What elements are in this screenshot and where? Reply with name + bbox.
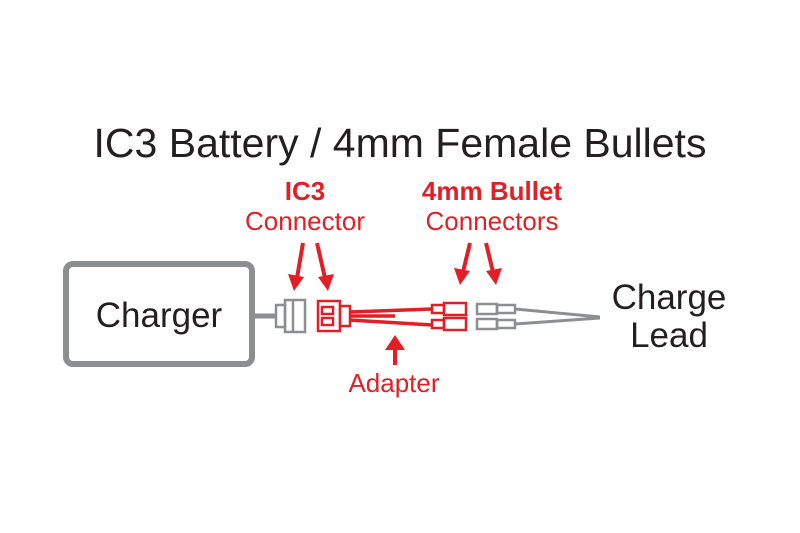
adapter-label: Adapter	[348, 368, 439, 398]
ic3-male-connector	[274, 298, 307, 334]
bullet-connectors-gray	[475, 302, 517, 331]
adapter-wires	[349, 307, 433, 327]
bullet-label-line2: Connectors	[426, 206, 559, 236]
charge-lead-label-line1: Charge	[612, 278, 727, 317]
charge-lead-label-line2: Lead	[630, 316, 708, 355]
ic3-label-line2: Connector	[245, 206, 365, 236]
bullet-arrows	[454, 242, 502, 285]
charger-label: Charger	[96, 296, 223, 335]
ic3-label-line1: IC3	[285, 176, 325, 206]
bullet-connectors-red	[430, 301, 468, 332]
bullet-label-line1: 4mm Bullet	[422, 176, 562, 206]
ic3-arrows	[288, 242, 334, 291]
ic3-female-connector	[316, 299, 352, 333]
adapter-arrow	[385, 335, 405, 365]
diagram-title: IC3 Battery / 4mm Female Bullets	[94, 120, 707, 166]
charge-lead-wires	[514, 307, 601, 326]
charger-box: Charger	[63, 261, 255, 367]
